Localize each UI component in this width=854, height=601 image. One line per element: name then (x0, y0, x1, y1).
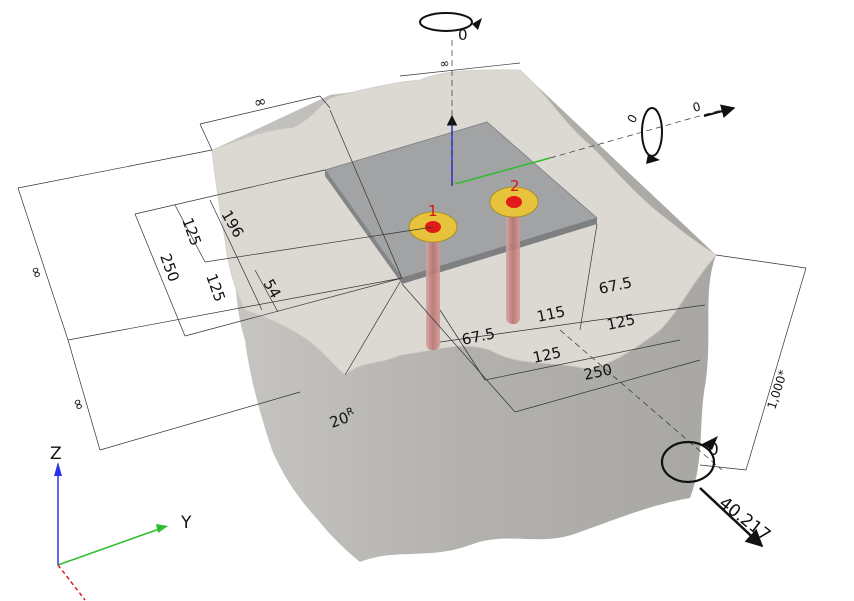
base-plate (324, 121, 598, 284)
anchor-2-washer (489, 186, 539, 218)
axis-z-label: Z (50, 444, 62, 464)
moment-top-value: 0 (458, 26, 468, 44)
moment-right-value: 0 (624, 112, 640, 126)
local-y-axis (454, 157, 551, 185)
dim-top-inf: ∞ (439, 56, 451, 71)
dim-upper-left-inf: ∞ (252, 92, 268, 112)
dim-125-a: 125 (178, 215, 205, 248)
anchor-rod-2 (506, 206, 520, 324)
moment-front-value: 0 (708, 440, 719, 460)
dim-250-left: 250 (156, 251, 183, 284)
dimension-lines (17, 62, 807, 471)
dim-left-inf-bottom: ∞ (68, 395, 89, 413)
dim-1000: 1,000* (765, 368, 791, 411)
dim-left-inf-top: ∞ (26, 263, 47, 281)
dim-250-bottom: 250 (582, 360, 614, 384)
dim-115: 115 (535, 302, 567, 326)
dim-radius: 20R (327, 406, 358, 432)
global-axes (54, 462, 168, 601)
force-right-value: 0 (691, 99, 702, 115)
force-front-arrow (699, 487, 764, 548)
force-right-arrow (703, 104, 736, 119)
moment-right-icon (641, 107, 663, 164)
anchor-1-label: 1 (428, 202, 438, 220)
anchor-2-label: 2 (510, 177, 520, 195)
moment-top-icon (419, 12, 482, 32)
dim-125-c: 125 (605, 310, 637, 334)
anchor-rod-1 (426, 232, 440, 350)
force-front-value: 40.217 (715, 493, 774, 545)
dim-125-d: 125 (531, 343, 563, 367)
axis-y-label: Y (180, 513, 192, 533)
dim-125-b: 125 (202, 271, 229, 304)
moment-front-icon (660, 436, 718, 484)
